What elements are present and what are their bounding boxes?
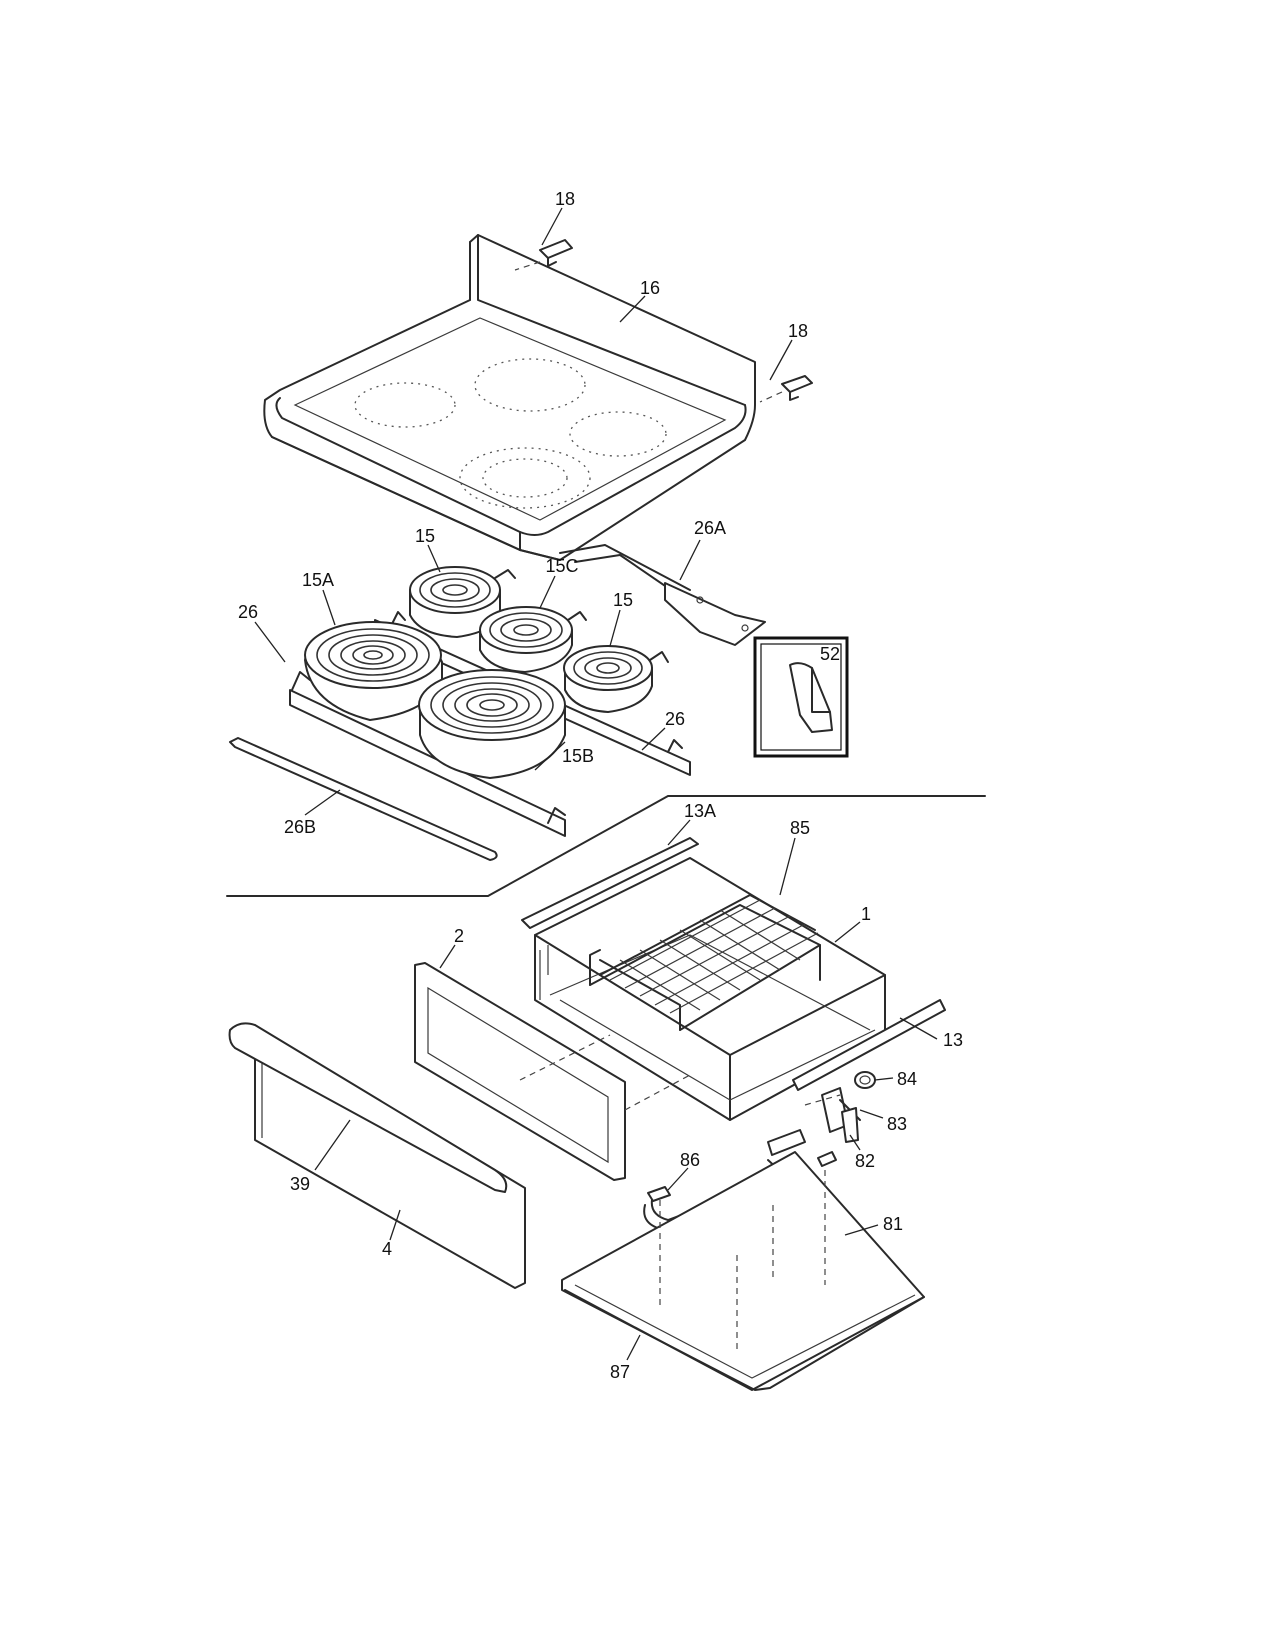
- surface-element-rear-left: [409, 566, 516, 638]
- callout-85: 85: [790, 818, 810, 838]
- callout-83: 83: [887, 1114, 907, 1134]
- callout-15-rear: 15: [415, 526, 435, 546]
- callout-15-right: 15: [613, 590, 633, 610]
- callout-15A: 15A: [302, 570, 334, 590]
- drawer-slide-left: [521, 837, 699, 929]
- callout-18-left: 18: [555, 189, 575, 209]
- element-front-trim-strip: [229, 737, 498, 861]
- callout-18-right: 18: [788, 321, 808, 341]
- cooktop-bracket-right: [781, 375, 813, 401]
- callout-13: 13: [943, 1030, 963, 1050]
- callout-39: 39: [290, 1174, 310, 1194]
- inset-detail-box: [753, 636, 849, 758]
- callout-4: 4: [382, 1239, 392, 1259]
- cooktop-bracket-left: [539, 239, 573, 267]
- surface-element-large-front: [418, 669, 566, 779]
- drawer-handle: [228, 1022, 508, 1193]
- warmer-mount-bracket: [841, 1107, 859, 1143]
- callout-2: 2: [454, 926, 464, 946]
- callout-15C: 15C: [545, 556, 578, 576]
- callout-86: 86: [680, 1150, 700, 1170]
- callout-82: 82: [855, 1151, 875, 1171]
- surface-element-center: [479, 606, 587, 673]
- cooktop-glass-top: [263, 234, 756, 561]
- element-support-bracket-front: [289, 671, 566, 837]
- surface-element-large-left: [304, 621, 443, 721]
- callout-26A: 26A: [694, 518, 726, 538]
- surface-element-right: [563, 645, 669, 713]
- callout-26-left: 26: [238, 602, 258, 622]
- drawer-bottom-pan: [561, 1151, 925, 1391]
- callout-52: 52: [820, 644, 840, 664]
- callout-16: 16: [640, 278, 660, 298]
- callout-1: 1: [861, 904, 871, 924]
- callout-84: 84: [897, 1069, 917, 1089]
- wiring-harness-bracket: [559, 544, 766, 646]
- drawer-panel-frame: [414, 962, 626, 1181]
- callout-26-right: 26: [665, 709, 685, 729]
- warmer-switch-knob: [854, 1071, 876, 1089]
- callout-15B: 15B: [562, 746, 594, 766]
- drawer-rack: [589, 894, 821, 1031]
- callout-87: 87: [610, 1362, 630, 1382]
- callout-13A: 13A: [684, 801, 716, 821]
- callout-26B: 26B: [284, 817, 316, 837]
- callout-81: 81: [883, 1214, 903, 1234]
- leader-lines: [254, 207, 938, 1361]
- section-divider-line: [226, 795, 986, 897]
